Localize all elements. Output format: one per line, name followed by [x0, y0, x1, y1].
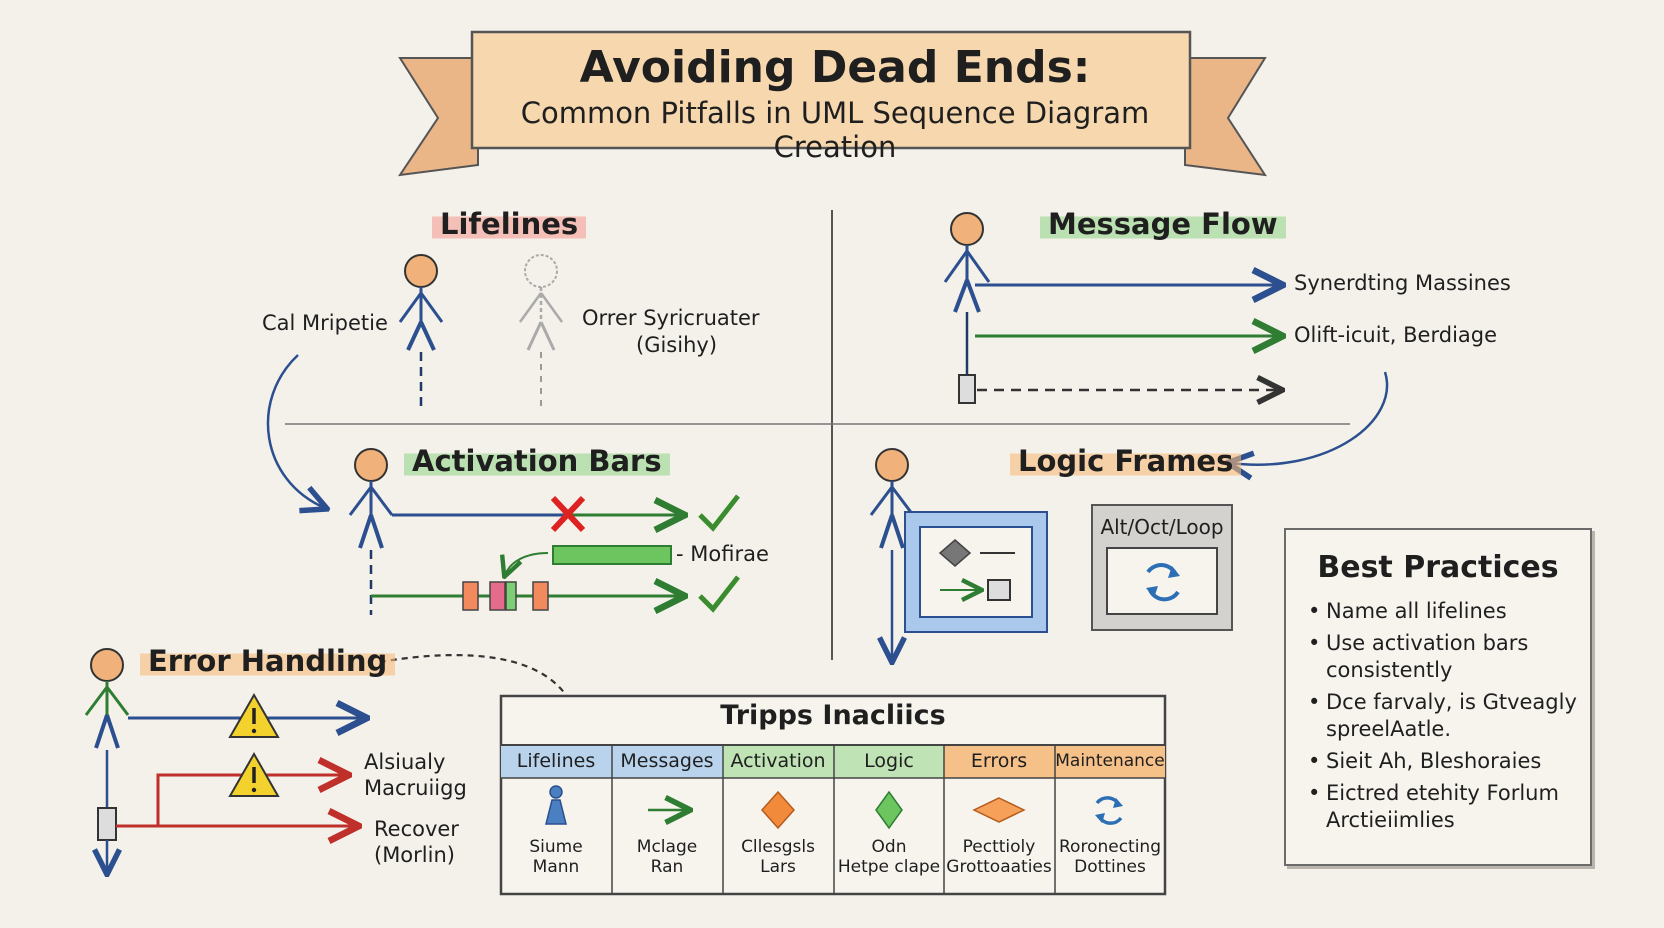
list-item: Sieit Ah, Bleshoraies: [1306, 748, 1586, 775]
curved-arrow-to-logic-frames: [1230, 371, 1389, 465]
error-label-2-line1: Recover: [374, 817, 459, 841]
page-subtitle: Common Pitfalls in UML Sequence Diagram …: [520, 96, 1150, 164]
warning-icon: [228, 692, 280, 738]
lifeline-figure-solid: [398, 254, 444, 408]
error-label-1-line2: Macruiigg: [364, 776, 467, 800]
activation-figure: [348, 448, 394, 615]
tips-table-frame: [499, 694, 1167, 896]
lifeline-left-label: Cal Mripetie: [262, 311, 388, 335]
diamond-icon: [972, 797, 1026, 823]
list-item: Use activation bars consistently: [1306, 630, 1586, 684]
curved-arrow-lifelines-to-activation: [266, 354, 325, 508]
refresh-icon: [1095, 796, 1123, 825]
error-figure: [84, 648, 130, 872]
activation-bar-green: [552, 545, 672, 565]
best-practices-panel: Best Practices Name all lifelines Use ac…: [1284, 528, 1592, 866]
error-cross-icon: [550, 495, 586, 533]
warning-icon: [228, 751, 280, 797]
diamond-icon: [875, 790, 903, 830]
heading-error-handling: Error Handling: [140, 642, 396, 680]
heading-logic-frames: Logic Frames: [1010, 442, 1242, 480]
diamond-icon: [760, 790, 796, 830]
logic-figure: [869, 448, 915, 660]
best-practices-list: Name all lifelines Use activation bars c…: [1306, 598, 1586, 839]
message-flow-figure: [943, 212, 991, 404]
alt-loop-frame: [1091, 504, 1233, 631]
activation-side-label: - Mofirae: [676, 542, 769, 566]
table-header-messages: Messages: [620, 750, 714, 772]
heading-message-flow: Message Flow: [1040, 205, 1286, 243]
table-header-errors: Errors: [970, 750, 1028, 772]
small-green-arrow: [505, 552, 549, 575]
message-label-1: Synerdting Massines: [1294, 271, 1511, 295]
checkmark-icon: [698, 575, 740, 613]
heading-lifelines: Lifelines: [432, 205, 587, 243]
alt-loop-label: Alt/Oct/Loop: [1100, 515, 1224, 539]
error-label-2-line2: (Morlin): [374, 843, 455, 867]
refresh-icon: [1146, 563, 1180, 602]
activation-bars-colored: [462, 581, 549, 611]
title-banner: [397, 30, 1268, 177]
error-label-1-line1: Alsiualy: [364, 750, 446, 774]
table-header-maintenance: Maintenance: [1055, 751, 1165, 771]
table-header-logic: Logic: [864, 750, 914, 772]
lifeline-figure-faded: [518, 254, 564, 408]
table-header-activation: Activation: [730, 750, 826, 772]
list-item: Name all lifelines: [1306, 598, 1586, 625]
lifeline-right-label-line2: (Gisihy): [636, 333, 718, 357]
person-icon: [545, 785, 567, 825]
message-label-2: Olift-icuit, Berdiage: [1294, 323, 1498, 347]
tips-table-title: Tripps Inacliics: [720, 700, 946, 731]
page-title: Avoiding Dead Ends:: [579, 42, 1091, 93]
list-item: Dce farvaly, is Gtveagly spreelAatle.: [1306, 689, 1586, 743]
lifeline-right-label-line1: Orrer Syricruater: [582, 306, 760, 330]
checkmark-icon: [698, 494, 740, 532]
list-item: Eictred etehity Forlum Arctieiimlies: [1306, 780, 1586, 834]
heading-activation-bars: Activation Bars: [404, 442, 670, 480]
best-practices-title: Best Practices: [1317, 550, 1559, 585]
logic-frame-box: [904, 511, 1048, 633]
table-header-lifelines: Lifelines: [516, 750, 596, 772]
error-arrow-red-upper: [156, 775, 346, 826]
